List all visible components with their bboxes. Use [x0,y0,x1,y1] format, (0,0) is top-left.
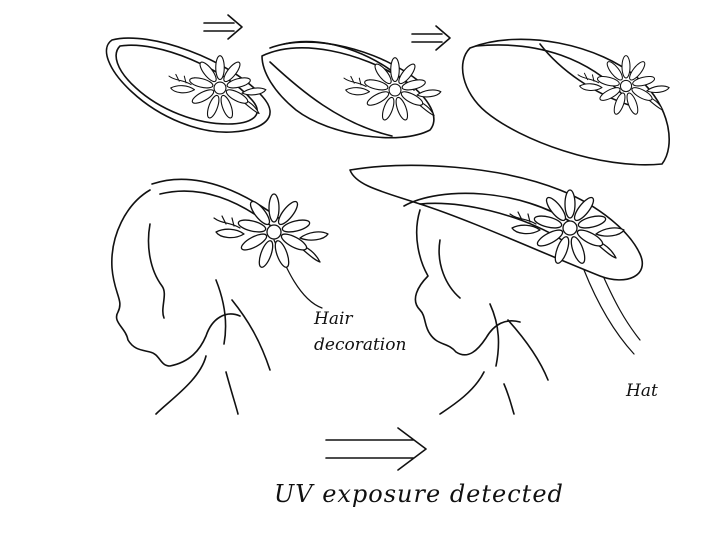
flower-icon [343,57,442,122]
flower-icon [213,193,329,270]
hair-decoration-label-line2: decoration [314,335,406,355]
double-arrow-icon [325,427,427,471]
label-hat: Hat [625,381,658,401]
brim-sketch-2 [261,40,442,139]
arrow-small-2 [411,25,451,51]
brim-sketch-1 [105,37,271,133]
label-hair-decoration: Hair decoration [313,309,406,355]
hair-decoration-label-line1: Hair [313,309,353,329]
figure-hat [349,164,643,415]
hat-sketch-3 [461,38,670,166]
arrow-large [325,427,427,471]
flower-icon [509,189,625,266]
flower-icon [168,55,267,120]
hat-label: Hat [625,381,658,401]
figure-hair-decoration [111,178,329,415]
double-arrow-icon [203,14,243,40]
arrow-small-1 [203,14,243,40]
double-arrow-icon [411,25,451,51]
flower-icon [577,55,670,117]
caption-text: UV exposure detected [274,480,564,508]
